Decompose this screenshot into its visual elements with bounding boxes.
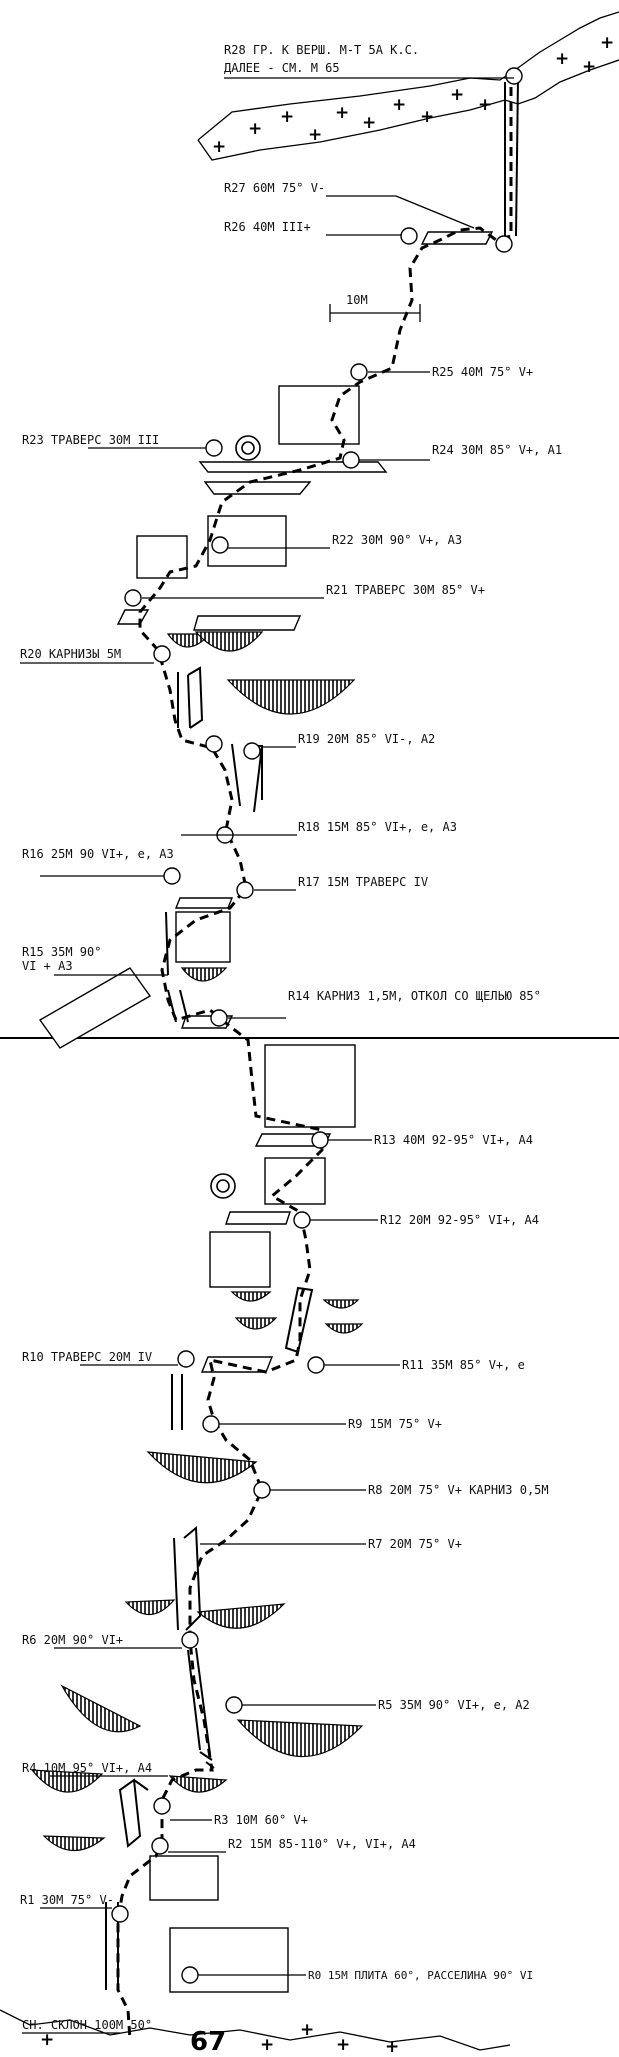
ledge-r12 bbox=[225, 1211, 291, 1225]
leader-lines bbox=[20, 77, 514, 2034]
label-scale: 10М bbox=[346, 293, 368, 307]
svg-text:+: + bbox=[420, 107, 434, 127]
block-r13-upper bbox=[264, 1044, 356, 1128]
pitons bbox=[111, 67, 523, 1984]
label-r11: R11 35М 85° V+, e bbox=[402, 1358, 525, 1372]
label-r3: R3 10М 60° V+ bbox=[214, 1813, 308, 1827]
block-r12 bbox=[209, 1231, 271, 1288]
label-r19: R19 20М 85° VI-, A2 bbox=[298, 732, 435, 746]
block-r13-lower bbox=[264, 1157, 326, 1205]
label-r12: R12 20М 92-95° VI+, A4 bbox=[380, 1213, 539, 1227]
block-r25 bbox=[278, 385, 360, 445]
svg-text:+: + bbox=[336, 2035, 350, 2055]
crack-r10 bbox=[171, 1374, 183, 1430]
ledge-r21-right bbox=[193, 615, 302, 631]
label-r9: R9 15М 75° V+ bbox=[348, 1417, 442, 1431]
label-snow-slope: СН. СКЛОН 100М 50° bbox=[22, 2018, 152, 2032]
page-number: 67 bbox=[190, 2027, 226, 2057]
ledge-r24 bbox=[198, 461, 388, 473]
label-r17: R17 15М ТРАВЕРС IV bbox=[298, 875, 428, 889]
label-r18: R18 15М 85° VI+, e, A3 bbox=[298, 820, 457, 834]
label-r1: R1 30М 75° V- bbox=[20, 1893, 114, 1907]
slab-r15 bbox=[38, 967, 152, 1049]
label-r21: R21 ТРАВЕРС 30М 85° V+ bbox=[326, 583, 485, 597]
svg-text:+: + bbox=[478, 95, 492, 115]
svg-text:+: + bbox=[260, 2035, 274, 2055]
label-r2: R2 15М 85-110° V+, VI+, A4 bbox=[228, 1837, 416, 1851]
label-r25: R25 40М 75° V+ bbox=[432, 365, 533, 379]
svg-text:+: + bbox=[280, 107, 294, 127]
block-r2 bbox=[149, 1855, 219, 1901]
label-r28-line2: ДАЛЕЕ - СМ. М 65 bbox=[224, 61, 340, 75]
label-r15-line1: R15 35М 90° bbox=[22, 945, 101, 959]
svg-text:+: + bbox=[600, 33, 614, 53]
label-r8: R8 20М 75° V+ КАРНИЗ 0,5М bbox=[368, 1483, 549, 1497]
label-r16: R16 25М 90 VI+, e, A3 bbox=[22, 847, 174, 861]
label-r22: R22 30М 90° V+, A3 bbox=[332, 533, 462, 547]
svg-text:+: + bbox=[582, 57, 596, 77]
svg-text:+: + bbox=[335, 103, 349, 123]
dihedral-r20 bbox=[177, 666, 204, 729]
label-r15-line2: VI + A3 bbox=[22, 959, 73, 973]
label-r14: R14 КАРНИЗ 1,5М, ОТКОЛ СО ЩЕЛЬЮ 85° bbox=[288, 989, 541, 1003]
label-r28-line1: R28 ГР. К ВЕРШ. М-Т 5А К.С. bbox=[224, 43, 419, 57]
dihedral-r7 bbox=[173, 1525, 202, 1631]
svg-text:+: + bbox=[555, 49, 569, 69]
svg-text:+: + bbox=[385, 2037, 399, 2057]
svg-text:+: + bbox=[300, 2020, 314, 2040]
label-r5: R5 35М 90° VI+, e, A2 bbox=[378, 1698, 530, 1712]
belay-stations bbox=[210, 435, 261, 1199]
block-r16 bbox=[175, 911, 231, 963]
svg-text:+: + bbox=[450, 85, 464, 105]
label-r4: R4 10М 95° VI+, A4 bbox=[22, 1761, 152, 1775]
summit-rock-band: + + + + + + + + + + + + + bbox=[197, 11, 619, 161]
label-r20: R20 КАРНИЗЫ 5М bbox=[20, 647, 121, 661]
block-r21 bbox=[136, 535, 188, 579]
svg-text:+: + bbox=[40, 2030, 54, 2050]
label-r10: R10 ТРАВЕРС 20М IV bbox=[22, 1350, 152, 1364]
ledge-r17 bbox=[174, 897, 234, 909]
svg-text:+: + bbox=[212, 137, 226, 157]
ledge-r23-band bbox=[203, 481, 312, 495]
crack-r28 bbox=[504, 77, 519, 240]
label-r7: R7 20М 75° V+ bbox=[368, 1537, 462, 1551]
ledge-r26 bbox=[420, 231, 494, 245]
label-r6: R6 20М 90° VI+ bbox=[22, 1633, 123, 1647]
svg-text:+: + bbox=[392, 95, 406, 115]
label-r24: R24 30М 85° V+, A1 bbox=[432, 443, 562, 457]
ledge-r21-left bbox=[116, 609, 150, 625]
route-line bbox=[116, 72, 513, 2041]
label-r13: R13 40М 92-95° VI+, A4 bbox=[374, 1133, 533, 1147]
dihedral-r3 bbox=[118, 1778, 149, 1848]
svg-text:+: + bbox=[362, 113, 376, 133]
label-r27: R27 60М 75° V- bbox=[224, 181, 325, 195]
label-r23: R23 ТРАВЕРС 30М III bbox=[22, 433, 159, 447]
label-r26: R26 40М III+ bbox=[224, 220, 311, 234]
overhangs bbox=[30, 631, 364, 1852]
snow-slope-ground: + + + + + bbox=[0, 2009, 511, 2057]
svg-text:+: + bbox=[308, 125, 322, 145]
svg-text:+: + bbox=[248, 119, 262, 139]
label-r0: R0 15М ПЛИТА 60°, РАССЕЛИНА 90° VI bbox=[308, 1969, 533, 1982]
